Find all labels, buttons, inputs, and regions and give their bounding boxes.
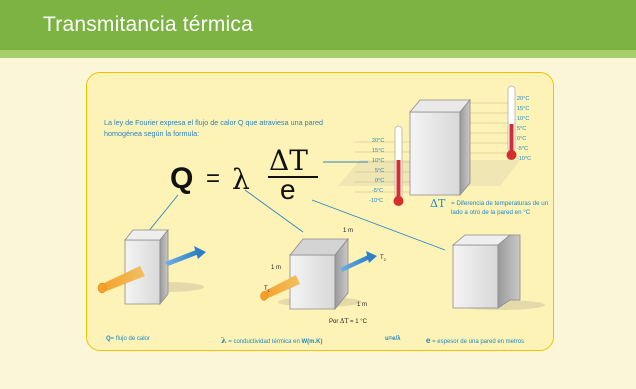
thermo-left-label: 5°C xyxy=(375,168,385,174)
page-title: Transmitancia térmica xyxy=(43,13,253,36)
cube-t2-label: T2 xyxy=(380,255,386,263)
delta-t-text: = Diferencia de temperaturas de un lado … xyxy=(451,200,549,216)
caption-lambda: λ = conductividad térmica en W(m.K) xyxy=(221,335,323,345)
formula-numerator: ΔT xyxy=(269,144,308,177)
formula-fraction-bar xyxy=(268,176,318,178)
thermo-right-label: 0°C xyxy=(517,136,527,142)
thermo-left-label: 20°C xyxy=(372,138,385,144)
thermo-right-label: 5°C xyxy=(517,126,527,132)
thermo-right-label: -10°C xyxy=(517,156,532,162)
caption-q: Q= flujo de calor xyxy=(106,336,150,342)
thermo-left-label: -10°C xyxy=(369,198,384,204)
thermo-right-label: -5°C xyxy=(517,146,529,152)
header-subband xyxy=(0,50,636,58)
thermo-right-label: 15°C xyxy=(517,106,530,112)
cube-dim-top: 1 m xyxy=(343,228,354,234)
wall-with-thermometers xyxy=(338,85,520,206)
formula-equals: = xyxy=(206,165,221,192)
formula-q: Q xyxy=(170,162,194,195)
thermo-left-label: 15°C xyxy=(372,148,385,154)
caption-e: e = espesor de una pared en metros xyxy=(426,336,525,345)
thermo-right-label: 20°C xyxy=(517,96,530,102)
cube-dim-left: 1 m xyxy=(271,265,282,271)
wall-thickness xyxy=(451,234,545,310)
connector-lines xyxy=(147,161,446,251)
thermo-right-label: 10°C xyxy=(517,116,530,122)
cube-t1-label: T1 xyxy=(264,286,270,294)
wall-heat-flow xyxy=(97,228,206,306)
header-bar: Transmitancia térmica xyxy=(0,0,636,50)
cube-dim-bottom: 1 m xyxy=(357,302,368,308)
intro-text: La ley de Fourier expresa el flujo de ca… xyxy=(104,118,323,138)
cube-1m xyxy=(260,237,377,311)
formula-lambda: λ xyxy=(232,163,250,196)
thermo-left-label: -5°C xyxy=(372,188,384,194)
formula-denominator: e xyxy=(280,174,296,205)
caption-u: u=e/λ xyxy=(385,336,401,342)
delta-t-symbol: ΔT xyxy=(430,197,446,210)
thermo-left-label: 10°C xyxy=(372,158,385,164)
cube-por-label: Por ΔT = 1 °C xyxy=(329,318,367,325)
thermo-left-label: 0°C xyxy=(375,178,385,184)
